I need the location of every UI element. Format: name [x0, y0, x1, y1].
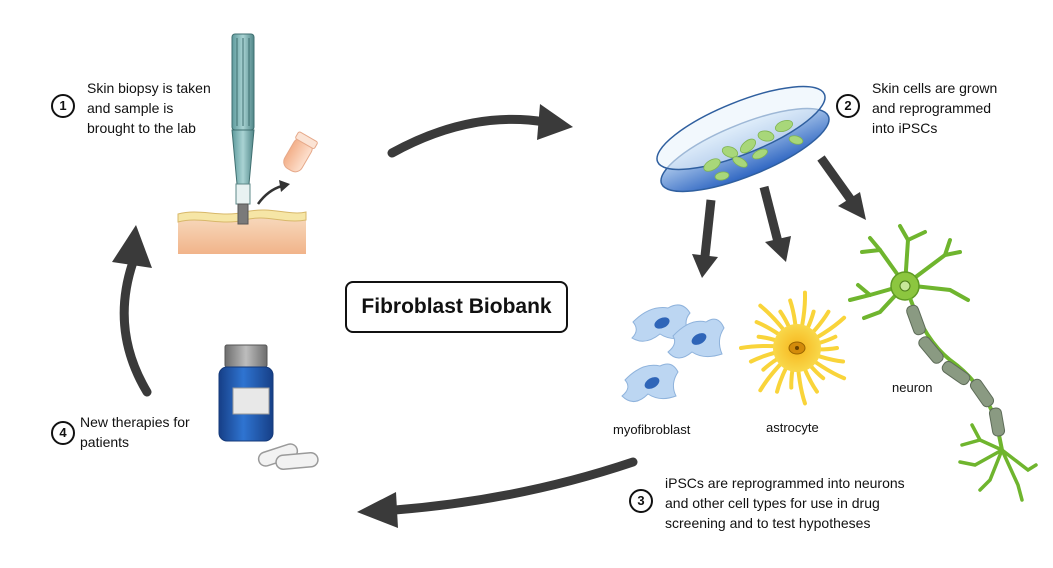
step-3-line: iPSCs are reprogrammed into neurons	[665, 475, 905, 491]
myofibroblast-label: myofibroblast	[613, 422, 691, 437]
step-1-description: Skin biopsy is taken and sample is broug…	[87, 78, 211, 138]
astrocyte-cell	[739, 290, 847, 406]
arrow-step4-to-step1	[112, 225, 152, 397]
step-3-number: 3	[629, 489, 653, 513]
step-2-line: into iPSCs	[872, 120, 938, 136]
arrow-to-myofibroblast	[692, 199, 718, 278]
cultured-skin-cells	[703, 119, 804, 181]
myofibroblast-cell	[631, 304, 691, 342]
biopsy-punch-tool	[231, 33, 255, 225]
sample-tube	[283, 131, 318, 173]
skin-biopsy-illustration	[177, 33, 318, 254]
neuron-cell	[848, 224, 1038, 502]
arrow-to-astrocyte	[759, 185, 791, 262]
myofibroblast-cells	[621, 304, 725, 402]
step-2-number: 2	[836, 94, 860, 118]
step-4-line: New therapies for	[80, 414, 190, 430]
step-1-line: brought to the lab	[87, 120, 196, 136]
petri-dish-illustration	[656, 85, 830, 193]
myofibroblast-cell	[621, 363, 679, 402]
fibroblast-biobank-title: Fibroblast Biobank	[345, 281, 568, 333]
neuron-label: neuron	[892, 380, 933, 395]
step-4-description: New therapies for patients	[80, 412, 190, 452]
step-2-line: Skin cells are grown	[872, 80, 998, 96]
myofibroblast-cell	[667, 318, 725, 359]
step-4-number: 4	[51, 421, 75, 445]
step-1-line: Skin biopsy is taken	[87, 80, 211, 96]
step-3-line: and other cell types for use in drug	[665, 495, 880, 511]
bottle-cap	[224, 344, 268, 368]
step-1-number: 1	[51, 94, 75, 118]
step-2-description: Skin cells are grown and reprogrammed in…	[872, 78, 997, 138]
capsule-pills	[257, 443, 319, 470]
astrocyte-label: astrocyte	[766, 420, 819, 435]
arrow-step3-to-step4	[357, 457, 638, 528]
step-1-line: and sample is	[87, 100, 174, 116]
step-2-line: and reprogrammed	[872, 100, 992, 116]
arrow-to-neuron	[817, 155, 866, 220]
step-3-line: screening and to test hypotheses	[665, 515, 871, 531]
step-3-description: iPSCs are reprogrammed into neurons and …	[665, 473, 951, 533]
arrow-step1-to-step2	[387, 104, 573, 158]
medicine-illustration	[218, 344, 319, 470]
step-4-line: patients	[80, 434, 130, 450]
